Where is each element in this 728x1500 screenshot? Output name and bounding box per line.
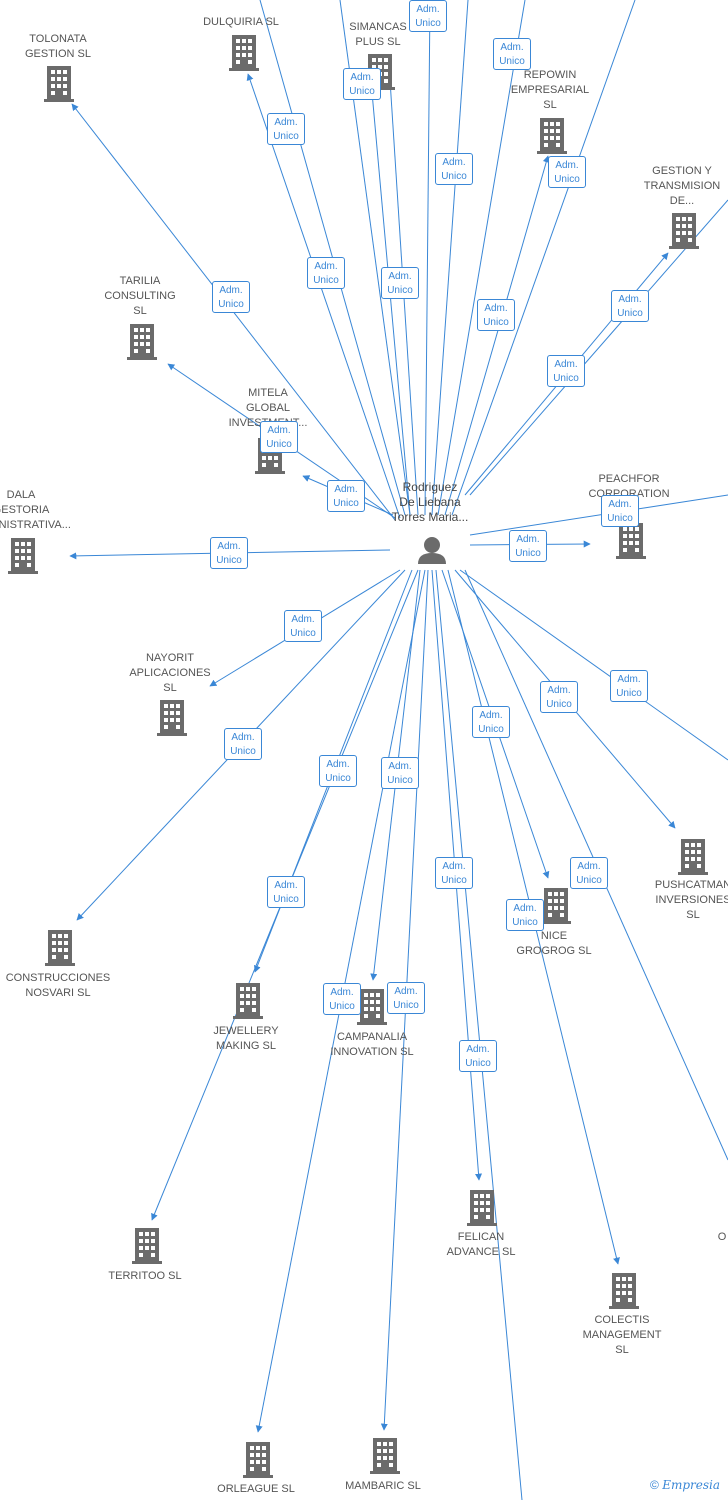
role-badge[interactable]: Adm. Unico — [327, 480, 365, 512]
role-badge[interactable]: Adm. Unico — [506, 899, 544, 931]
role-badge[interactable]: Adm. Unico — [459, 1040, 497, 1072]
company-label-partial-o[interactable]: O — [717, 1231, 727, 1243]
role-badge[interactable]: Adm. Unico — [548, 156, 586, 188]
role-badge[interactable]: Adm. Unico — [611, 290, 649, 322]
role-badge[interactable]: Adm. Unico — [319, 755, 357, 787]
company-label-pushcatman[interactable]: PUSHCATMAN INVERSIONES SL — [654, 879, 728, 921]
building-icon[interactable] — [541, 888, 571, 924]
company-label-gestion-transmision[interactable]: GESTION Y TRANSMISION DE... — [643, 165, 721, 207]
company-label-nayorit[interactable]: NAYORIT APLICACIONES SL — [129, 652, 211, 694]
role-badge[interactable]: Adm. Unico — [610, 670, 648, 702]
role-badge[interactable]: Adm. Unico — [381, 267, 419, 299]
role-badge[interactable]: Adm. Unico — [387, 982, 425, 1014]
role-badge[interactable]: Adm. Unico — [224, 728, 262, 760]
building-icon[interactable] — [537, 118, 567, 154]
company-label-dala[interactable]: DALA GESTORIA ADMINISTRATIVA... — [0, 489, 71, 531]
role-badge[interactable]: Adm. Unico — [493, 38, 531, 70]
role-badge[interactable]: Adm. Unico — [477, 299, 515, 331]
building-icon[interactable] — [678, 839, 708, 875]
company-label-mambaric[interactable]: MAMBARIC SL — [345, 1480, 421, 1492]
edge-line — [437, 0, 526, 516]
edge-line — [451, 0, 636, 516]
edge-line — [469, 494, 728, 536]
role-badge[interactable]: Adm. Unico — [284, 610, 322, 642]
building-icon[interactable] — [609, 1273, 639, 1309]
role-badge[interactable]: Adm. Unico — [381, 757, 419, 789]
role-badge[interactable]: Adm. Unico — [435, 153, 473, 185]
role-badge[interactable]: Adm. Unico — [307, 257, 345, 289]
person-icon — [418, 537, 446, 564]
building-icon[interactable] — [132, 1228, 162, 1264]
company-label-repowin[interactable]: REPOWIN EMPRESARIAL SL — [510, 69, 590, 111]
company-label-territoo[interactable]: TERRITOO SL — [108, 1270, 182, 1282]
company-label-colectis[interactable]: COLECTIS MANAGEMENT SL — [582, 1314, 662, 1356]
building-icon[interactable] — [467, 1190, 497, 1226]
edge-line — [444, 155, 550, 516]
building-icon[interactable] — [669, 213, 699, 249]
center-person-label[interactable]: Rodriguez De Liebana Torres Maria... — [391, 480, 469, 524]
building-icon[interactable] — [45, 930, 75, 966]
edge-line — [424, 0, 431, 516]
role-badge[interactable]: Adm. Unico — [601, 495, 639, 527]
role-badge[interactable]: Adm. Unico — [210, 537, 248, 569]
buildings — [8, 35, 708, 1478]
building-icon[interactable] — [157, 700, 187, 736]
edge-line — [431, 0, 469, 516]
company-label-felican[interactable]: FELICAN ADVANCE SL — [446, 1231, 516, 1258]
building-icon[interactable] — [44, 66, 74, 102]
company-label-tolonata[interactable]: TOLONATA GESTION SL — [24, 33, 92, 60]
building-icon[interactable] — [243, 1442, 273, 1478]
role-badge[interactable]: Adm. Unico — [343, 68, 381, 100]
edge-line — [459, 569, 728, 761]
company-label-jewellery[interactable]: JEWELLERY MAKING SL — [213, 1025, 279, 1052]
edge-line — [246, 73, 401, 519]
role-badge[interactable]: Adm. Unico — [570, 857, 608, 889]
brand-logo[interactable]: Empresia — [662, 1478, 720, 1492]
edge-line — [469, 199, 728, 496]
role-badge[interactable]: Adm. Unico — [540, 681, 578, 713]
building-icon[interactable] — [127, 324, 157, 360]
role-badge[interactable]: Adm. Unico — [472, 706, 510, 738]
role-badge[interactable]: Adm. Unico — [509, 530, 547, 562]
edge-line — [435, 569, 523, 1500]
building-icon[interactable] — [233, 983, 263, 1019]
role-badge[interactable]: Adm. Unico — [409, 0, 447, 32]
footer: © Empresia — [650, 1478, 720, 1492]
role-badge[interactable]: Adm. Unico — [435, 857, 473, 889]
role-badge[interactable]: Adm. Unico — [547, 355, 585, 387]
copyright-symbol: © — [650, 1478, 659, 1492]
company-label-campanalia[interactable]: CAMPANALIA INNOVATION SL — [330, 1031, 414, 1058]
role-badge[interactable]: Adm. Unico — [267, 113, 305, 145]
role-badge[interactable]: Adm. Unico — [323, 983, 361, 1015]
building-icon[interactable] — [370, 1438, 400, 1474]
role-badge[interactable]: Adm. Unico — [267, 876, 305, 908]
role-badge[interactable]: Adm. Unico — [212, 281, 250, 313]
company-label-dulquiria[interactable]: DULQUIRIA SL — [203, 16, 279, 28]
company-label-construcciones[interactable]: CONSTRUCCIONES NOSVARI SL — [5, 972, 111, 999]
building-icon[interactable] — [357, 989, 387, 1025]
building-icon[interactable] — [616, 523, 646, 559]
building-icon[interactable] — [229, 35, 259, 71]
company-label-nice-grogrog[interactable]: NICE GROGROG SL — [516, 930, 592, 957]
company-label-simancas[interactable]: SIMANCAS PLUS SL — [349, 21, 407, 48]
company-label-orleague[interactable]: ORLEAGUE SL — [217, 1483, 295, 1495]
role-badge[interactable]: Adm. Unico — [260, 421, 298, 453]
company-label-tarilia[interactable]: TARILIA CONSULTING SL — [104, 275, 176, 317]
building-icon[interactable] — [8, 538, 38, 574]
